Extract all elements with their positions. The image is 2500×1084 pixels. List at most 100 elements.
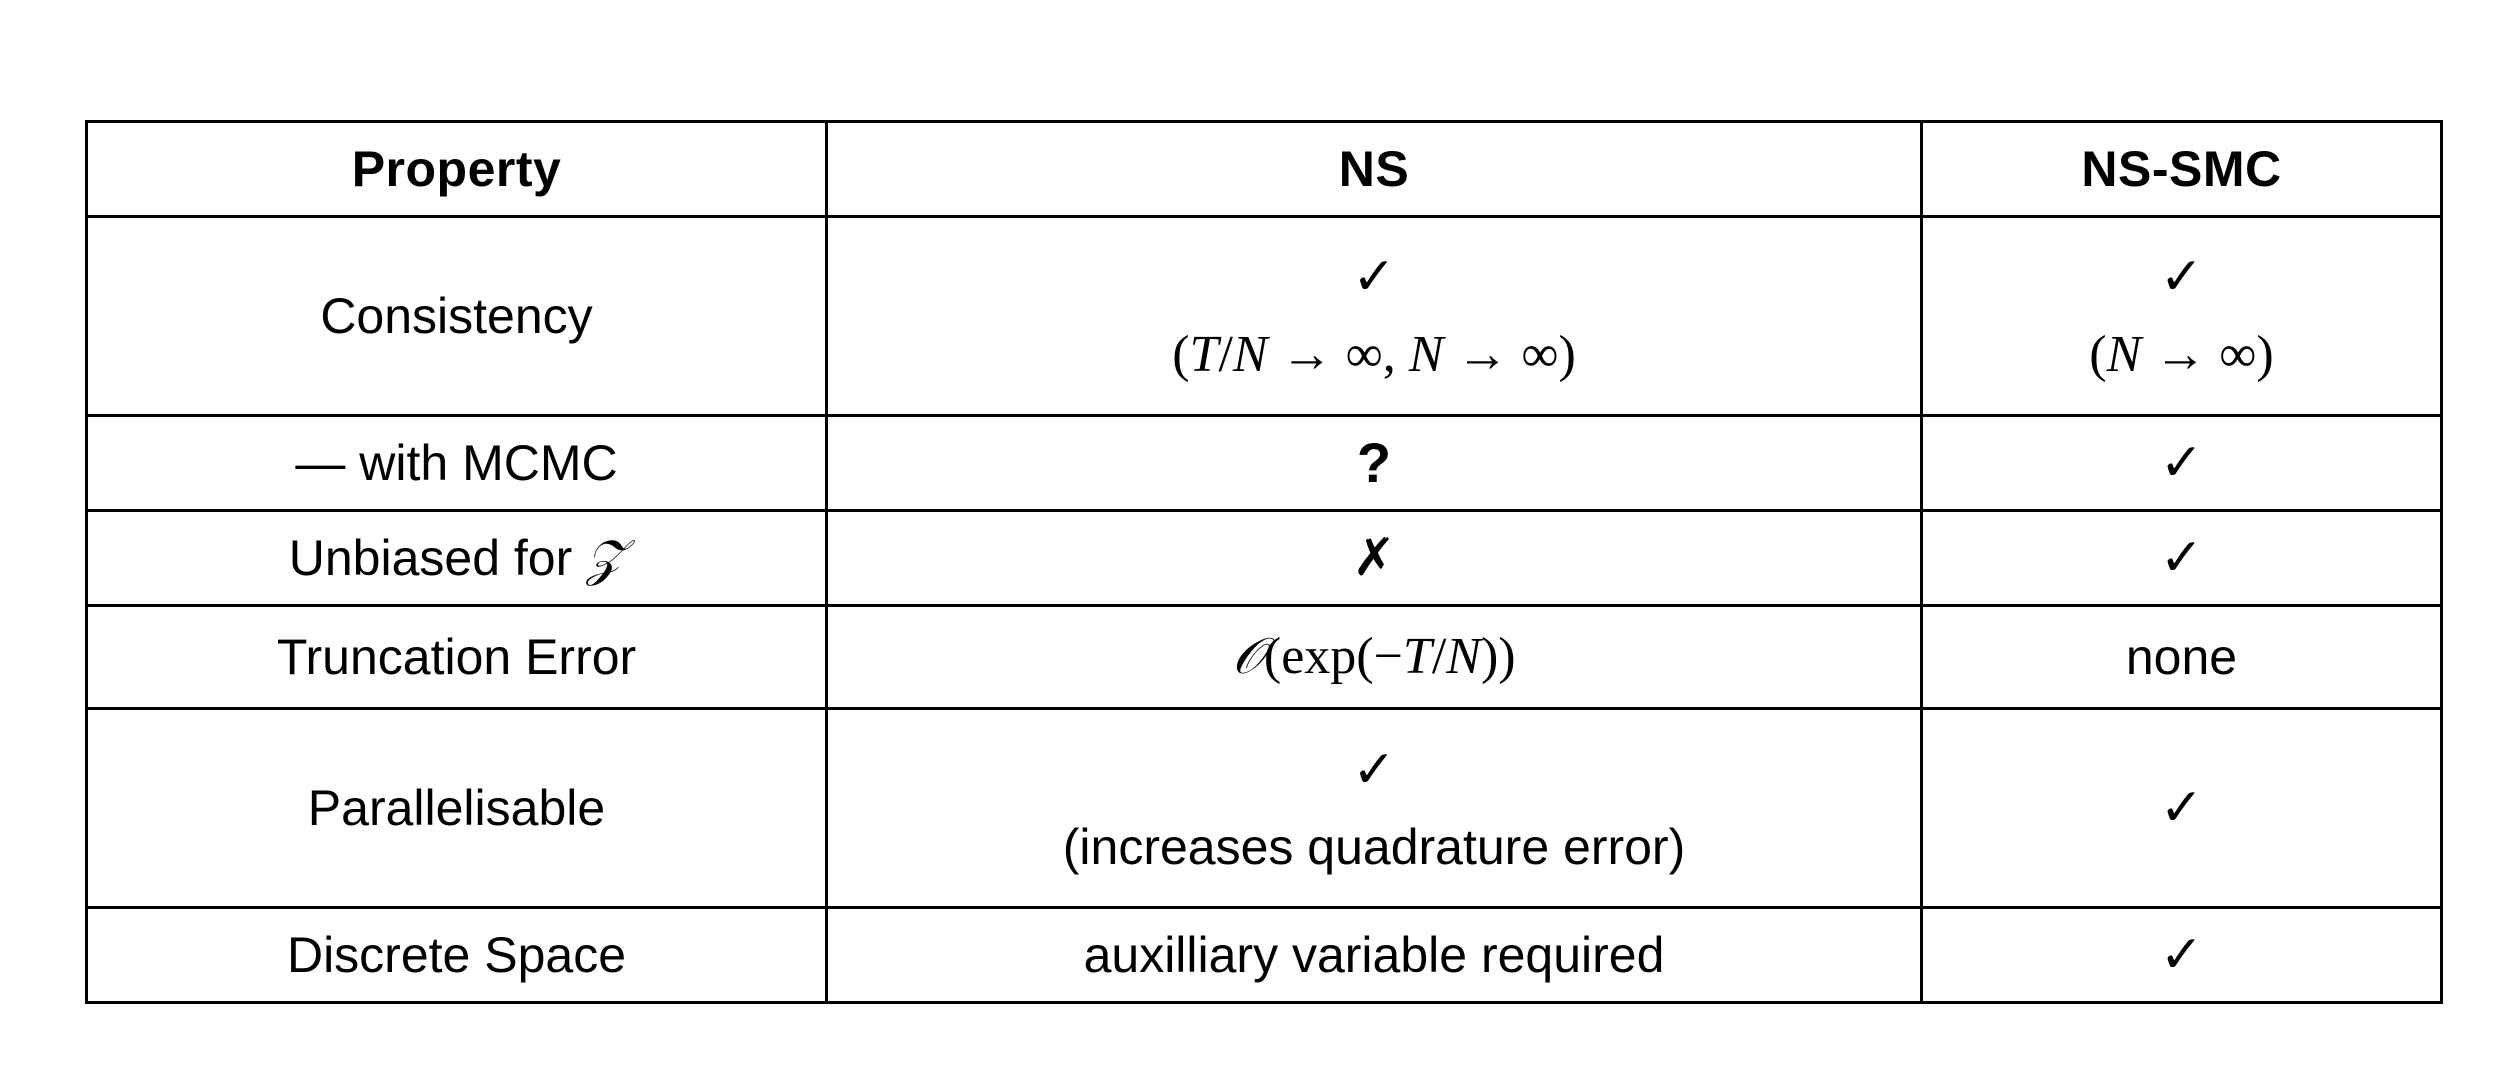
parallelisable-ns-note: (increases quadrature error) [1062,819,1686,875]
row-label-consistency: Consistency [85,215,828,417]
row-label-consistency-text: Consistency [320,288,593,344]
column-header-property-box: Property [88,143,825,196]
consistency-ns-condition: (T/N → ∞, N → ∞) [1172,329,1576,381]
row-label-discrete-space-box: Discrete Space [88,927,825,983]
column-header-property: Property [85,120,828,218]
row-label-unbiased-for-z-text: Unbiased for 𝒵 [289,530,624,586]
paren-close: ) [1558,326,1576,383]
symbol-minus: − [1373,628,1403,686]
cell-discrete-space-ns-box: auxilliary variable required [828,927,1920,983]
cell-consistency-ns: ✓ (T/N → ∞, N → ∞) [825,215,1923,417]
check-icon: ✓ [1352,741,1396,799]
check-icon: ✓ [2159,434,2204,492]
table-head: Property NS NS-SMC [85,120,2443,218]
cell-consistency-ns-smc: ✓ (N → ∞) [1920,215,2443,417]
symbol-N-second: N [1408,326,1444,383]
column-header-ns-smc: NS-SMC [1920,120,2443,218]
symbol-N: N [1446,628,1481,686]
cell-with-mcmc-ns: ? [825,414,1923,512]
cell-with-mcmc-ns-smc: ✓ [1920,414,2443,512]
column-header-ns-label: NS [1338,140,1410,197]
expr-close: )) [1480,628,1516,686]
row-label-truncation-error-box: Truncation Error [88,629,825,685]
symbol-infinity-first: ∞ [1345,326,1383,383]
symbol-slash: / [1218,326,1233,383]
paren-open: ( [2089,326,2107,383]
cell-truncation-error-ns-smc-box: none [1923,629,2440,685]
check-icon: ✓ [2159,926,2204,984]
symbol-comma: , [1382,326,1409,383]
row-label-parallelisable: Parallelisable [85,707,828,909]
comparison-table-wrapper: Property NS NS-SMC [85,120,2443,1004]
table-row: Unbiased for 𝒵 ✗ ✓ [85,509,2443,607]
symbol-infinity-second: ∞ [1521,326,1559,383]
table-header-row: Property NS NS-SMC [85,120,2443,218]
truncation-error-expression: 𝒪(exp(−T/N)) [1232,628,1515,685]
cell-consistency-ns-stack: ✓ (T/N → ∞, N → ∞) [828,245,1920,387]
check-icon: ✓ [2159,248,2204,306]
cell-truncation-error-ns-box: 𝒪(exp(−T/N)) [828,628,1920,685]
check-icon: ✓ [2159,779,2204,837]
row-label-discrete-space: Discrete Space [85,906,828,1004]
cell-consistency-ns-smc-stack: ✓ (N → ∞) [1923,245,2440,387]
column-header-ns: NS [825,120,1923,218]
cell-with-mcmc-ns-smc-box: ✓ [1923,437,2440,489]
symbol-infinity: ∞ [2219,326,2257,383]
symbol-script-o: 𝒪 [1232,627,1264,686]
cell-truncation-error-ns-smc: none [1920,604,2443,710]
symbol-script-z: 𝒵 [586,529,625,587]
cell-parallelisable-ns: ✓ (increases quadrature error) [825,707,1923,909]
table-row: Consistency ✓ (T/N → ∞, N → ∞) ✓ (N → ∞) [85,215,2443,417]
row-label-parallelisable-text: Parallelisable [307,780,606,836]
table-row: Truncation Error 𝒪(exp(−T/N)) none [85,604,2443,710]
column-header-ns-smc-label: NS-SMC [2081,140,2282,197]
cell-parallelisable-ns-stack: ✓ (increases quadrature error) [828,738,1920,878]
row-label-consistency-box: Consistency [88,288,825,344]
paren-open: ( [1172,326,1190,383]
cell-discrete-space-ns: auxilliary variable required [825,906,1923,1004]
cell-parallelisable-ns-smc-stack: ✓ [1923,776,2440,840]
column-header-ns-box: NS [828,143,1920,196]
row-label-with-mcmc: — with MCMC [85,414,828,512]
cell-discrete-space-ns-smc-box: ✓ [1923,929,2440,981]
arrow-right-icon: → [1267,326,1346,383]
row-label-unbiased-for-z: Unbiased for 𝒵 [85,509,828,607]
row-label-discrete-space-text: Discrete Space [286,927,627,983]
cell-discrete-space-ns-text: auxilliary variable required [1083,927,1665,983]
symbol-T: T [1402,628,1432,686]
check-icon: ✓ [1352,248,1396,306]
table-body: Consistency ✓ (T/N → ∞, N → ∞) ✓ (N → ∞) [85,215,2443,1004]
table-row: Parallelisable ✓ (increases quadrature e… [85,707,2443,909]
expr-open: (exp( [1263,628,1374,686]
row-label-with-mcmc-box: — with MCMC [88,435,825,491]
cell-unbiased-ns-smc-box: ✓ [1923,532,2440,584]
cross-icon: ✗ [1352,529,1396,587]
cell-discrete-space-ns-smc: ✓ [1920,906,2443,1004]
table-row: Discrete Space auxilliary variable requi… [85,906,2443,1004]
row-label-parallelisable-box: Parallelisable [88,780,825,836]
cell-truncation-error-ns: 𝒪(exp(−T/N)) [825,604,1923,710]
row-label-unbiased-for-z-box: Unbiased for 𝒵 [88,530,825,586]
arrow-right-icon: → [2141,326,2220,383]
row-label-truncation-error-text: Truncation Error [276,629,637,685]
consistency-ns-smc-condition: (N → ∞) [2089,329,2273,381]
column-header-ns-smc-box: NS-SMC [1923,143,2440,196]
row-label-truncation-error: Truncation Error [85,604,828,710]
table-row: — with MCMC ? ✓ [85,414,2443,512]
comparison-table: Property NS NS-SMC [85,120,2443,1004]
cell-truncation-error-ns-smc-text: none [2125,629,2238,685]
question-mark-icon: ? [1356,431,1392,494]
arrow-right-icon-second: → [1443,326,1522,383]
row-label-with-mcmc-text: — with MCMC [295,435,618,491]
cell-with-mcmc-ns-box: ? [828,435,1920,491]
cell-unbiased-ns: ✗ [825,509,1923,607]
paren-close: ) [2256,326,2274,383]
symbol-N: N [2106,326,2142,383]
symbol-T: T [1189,326,1219,383]
check-icon: ✓ [2159,529,2204,587]
cell-unbiased-ns-smc: ✓ [1920,509,2443,607]
unbiased-prefix: Unbiased for [288,530,587,586]
cell-parallelisable-ns-smc: ✓ [1920,707,2443,909]
symbol-N-first: N [1232,326,1268,383]
